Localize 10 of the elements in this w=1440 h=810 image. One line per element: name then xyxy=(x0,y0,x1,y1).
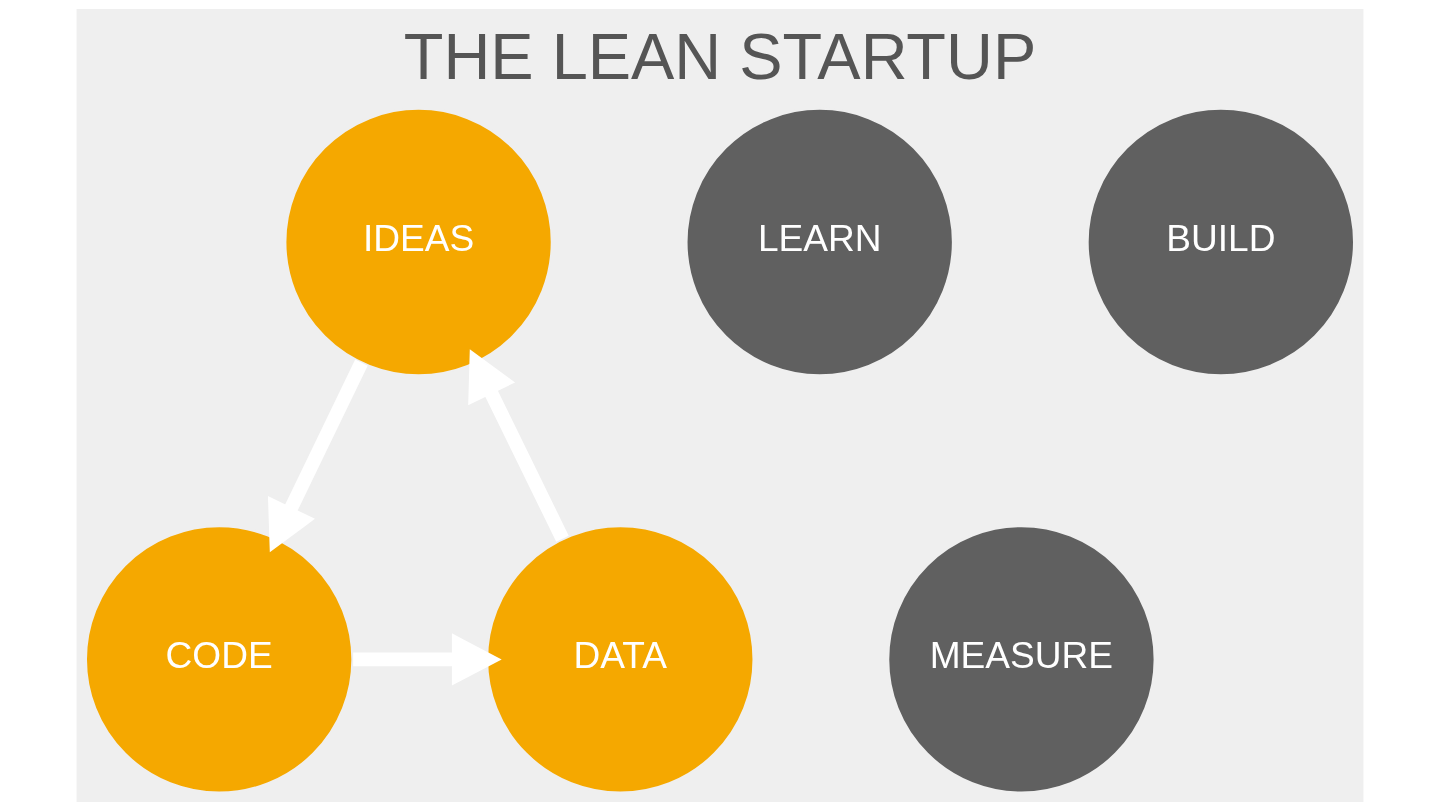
arrow xyxy=(353,632,502,685)
node-circle: MEASURE xyxy=(886,524,1156,794)
node-circle: LEARN xyxy=(685,107,955,377)
node-circle: DATA xyxy=(485,524,755,794)
arrow xyxy=(267,359,368,552)
node-circle: IDEAS xyxy=(284,107,554,377)
node-circle: BUILD xyxy=(1086,107,1356,377)
arrow xyxy=(468,348,569,542)
node-circle: CODE xyxy=(84,524,354,794)
diagram-title: THE LEAN STARTUP xyxy=(403,19,1037,93)
